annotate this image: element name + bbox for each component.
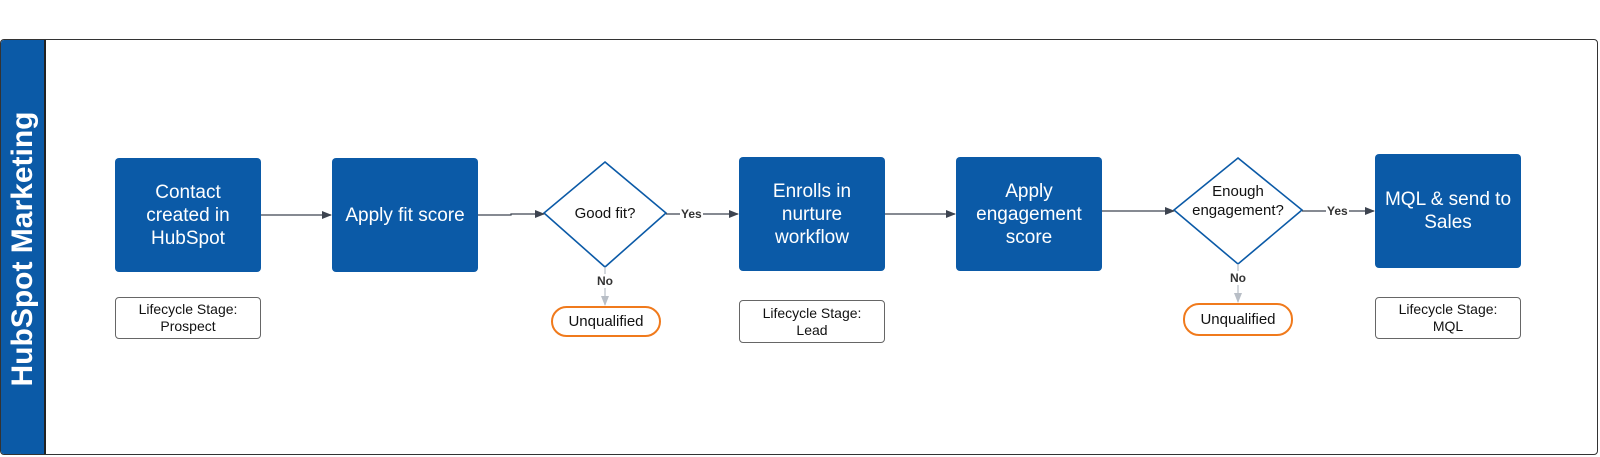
step-apply-fit-score-label: Apply fit score <box>345 204 465 226</box>
terminal-unqualified-2: Unqualified <box>1183 303 1293 336</box>
decision-good-fit-label: Good fit? <box>574 204 636 222</box>
note-lifecycle-mql: Lifecycle Stage: MQL <box>1375 297 1521 339</box>
step-contact-created-label: Contact created in HubSpot <box>146 181 230 249</box>
edge-label-engagement-no: No <box>1229 271 1247 285</box>
note-lifecycle-lead-text: Lifecycle Stage: Lead <box>762 304 862 338</box>
edge-label-good-fit-yes: Yes <box>680 207 703 221</box>
step-apply-fit-score: Apply fit score <box>332 158 478 272</box>
swimlane-header: HubSpot Marketing <box>1 40 46 454</box>
note-lifecycle-prospect: Lifecycle Stage: Prospect <box>115 297 261 339</box>
note-lifecycle-lead: Lifecycle Stage: Lead <box>739 300 885 343</box>
step-contact-created: Contact created in HubSpot <box>115 158 261 272</box>
edge-label-engagement-yes: Yes <box>1326 204 1349 218</box>
note-lifecycle-prospect-text: Lifecycle Stage: Prospect <box>138 301 238 334</box>
step-mql-send-to-sales-label: MQL & send to Sales <box>1384 189 1512 233</box>
edge-label-good-fit-no: No <box>596 274 614 288</box>
connector-fit-to-decision <box>478 210 545 218</box>
step-apply-engagement-score-label: Apply engagement score <box>976 180 1082 248</box>
note-lifecycle-mql-text: Lifecycle Stage: MQL <box>1398 301 1498 334</box>
step-mql-send-to-sales: MQL & send to Sales <box>1375 154 1521 268</box>
terminal-unqualified-1: Unqualified <box>551 306 661 337</box>
step-enrolls-nurture-label: Enrolls in nurture workflow <box>772 180 852 248</box>
step-apply-engagement-score: Apply engagement score <box>956 157 1102 271</box>
step-enrolls-nurture: Enrolls in nurture workflow <box>739 157 885 271</box>
decision-enough-engagement-label: Enough engagement? <box>1192 183 1284 219</box>
